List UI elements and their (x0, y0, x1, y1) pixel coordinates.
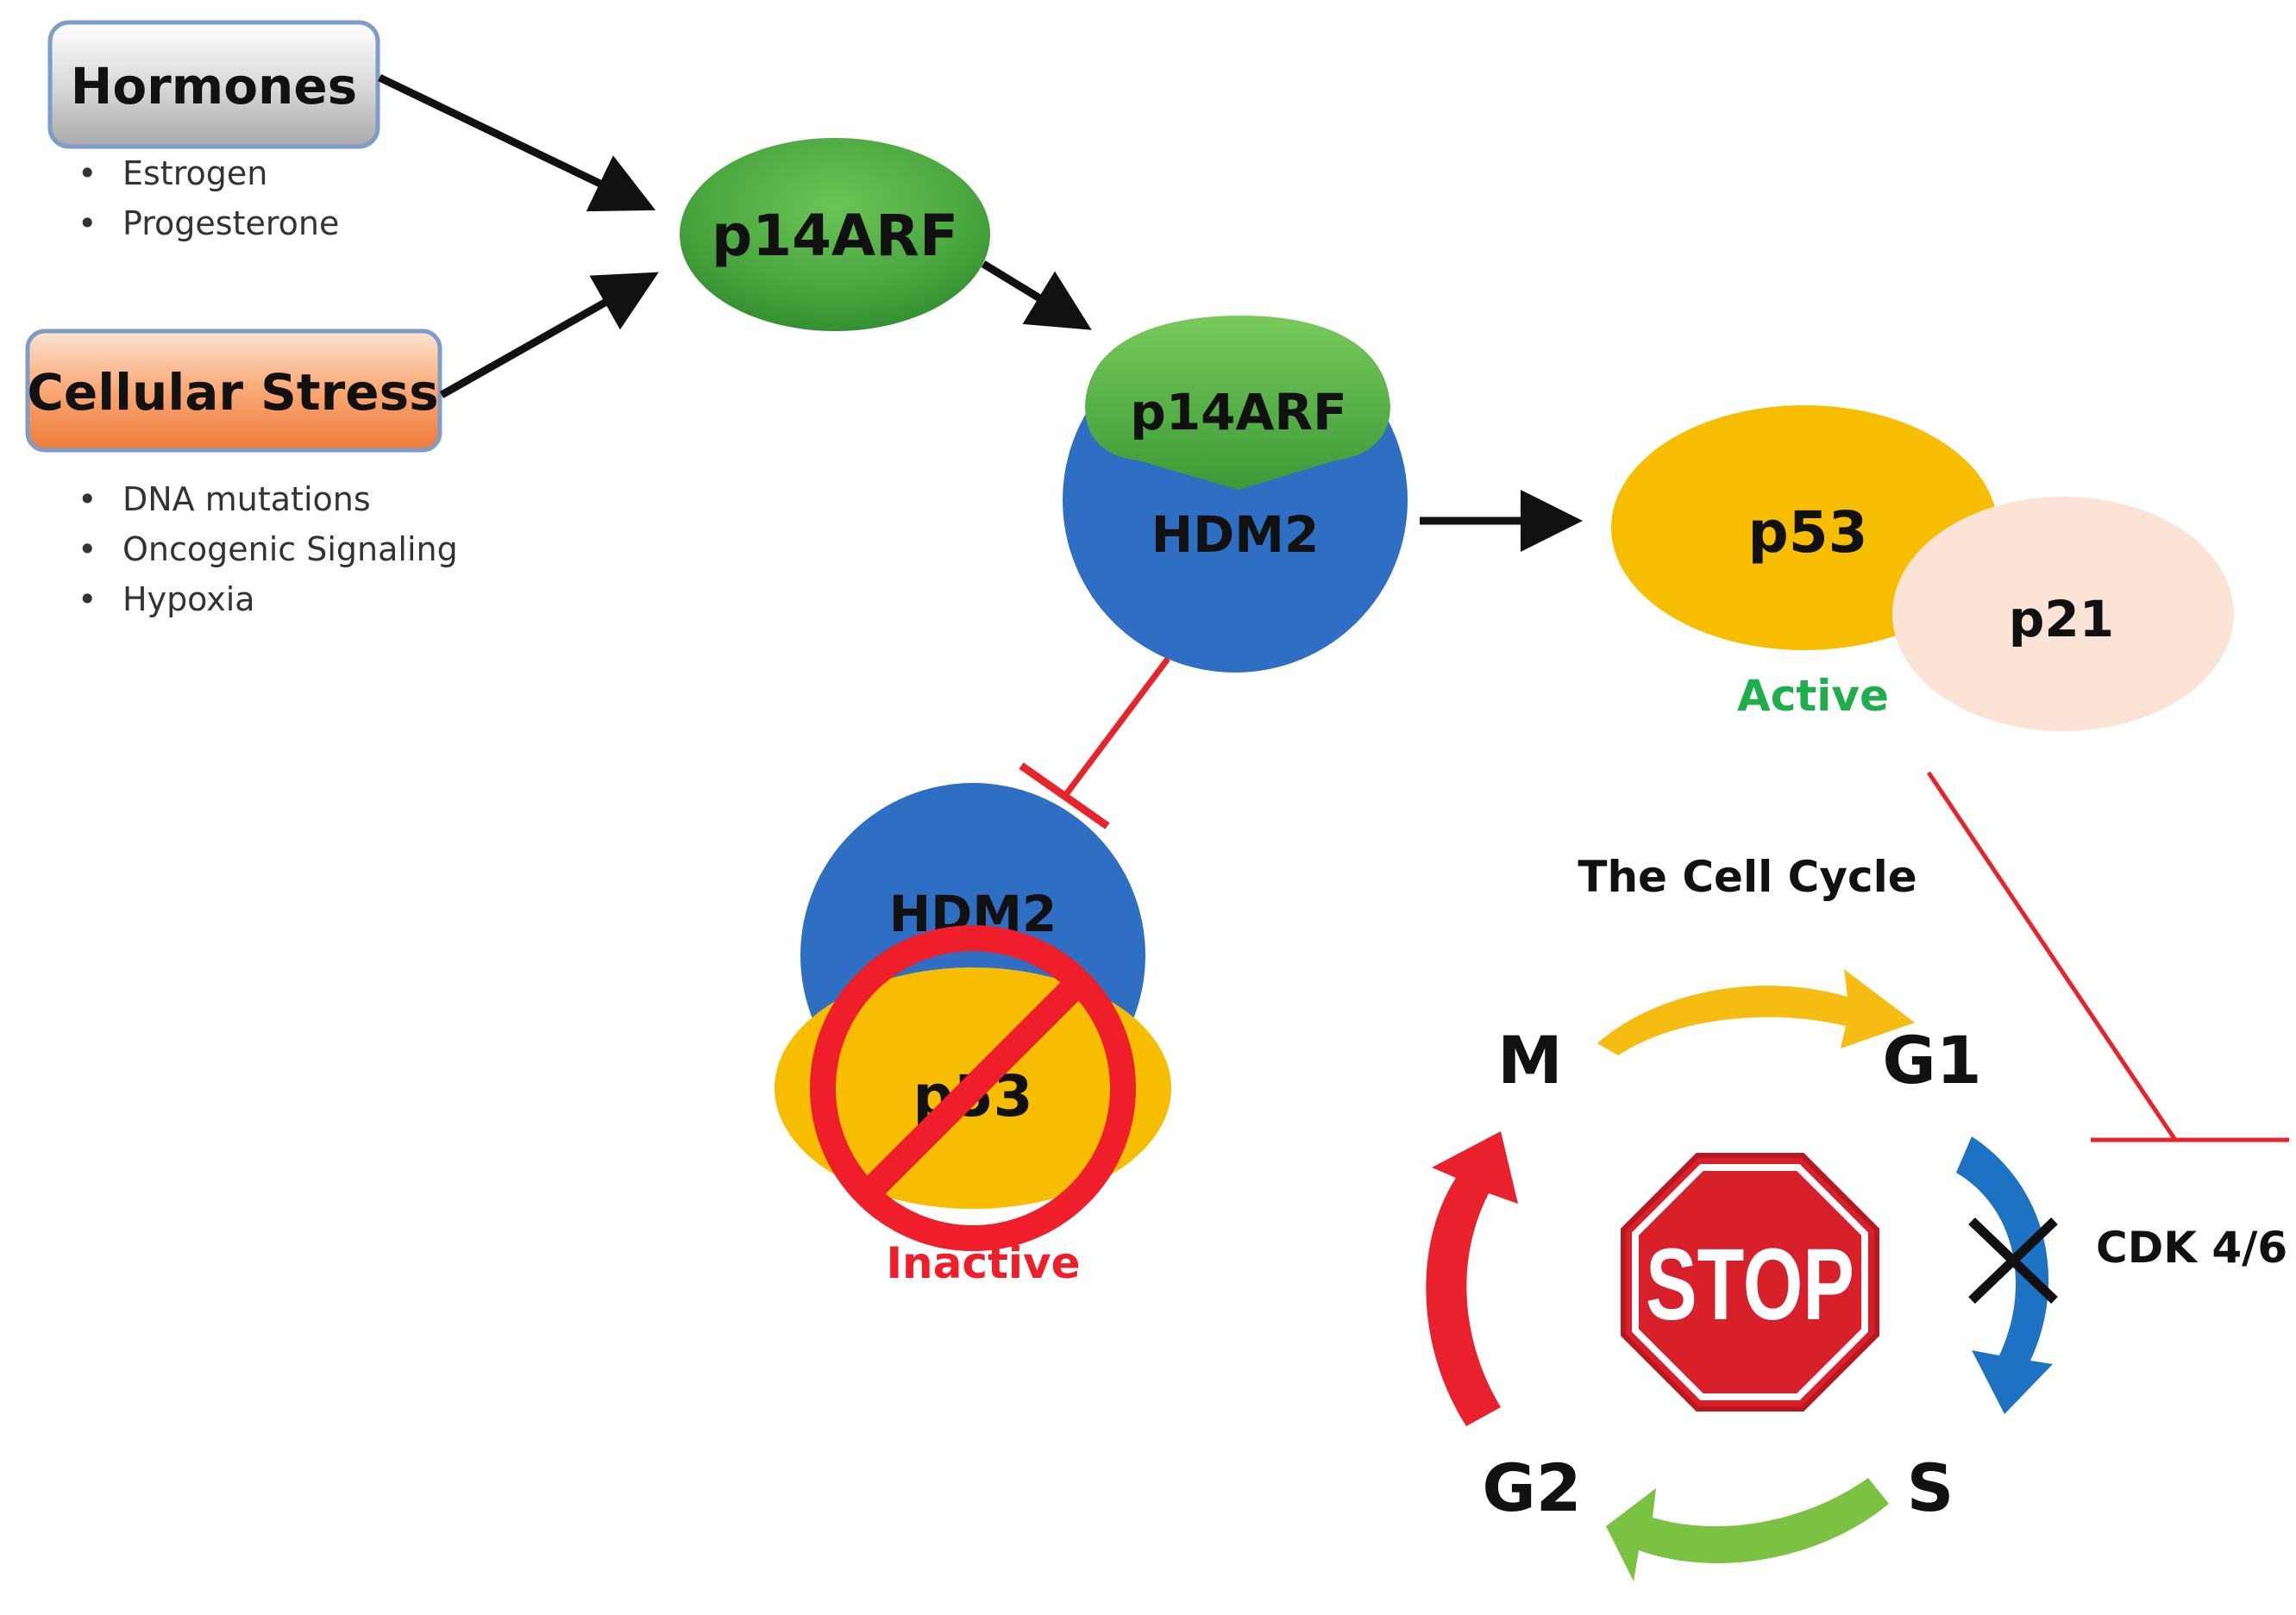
inactive-state-label: Inactive (886, 1238, 1080, 1288)
s-to-g2-arrow (1606, 1478, 1889, 1581)
cell-cycle-title: The Cell Cycle (1578, 852, 1916, 902)
bullet-icon: • (78, 204, 97, 242)
complex-hdm2-label: HDM2 (1151, 505, 1320, 564)
active-state-label: Active (1737, 671, 1889, 721)
p14arf-node: p14ARF (680, 138, 990, 331)
p21-ellipse (1892, 497, 2234, 731)
stop-sign-icon: STOP (1621, 1153, 1879, 1412)
inhibition-arrow (1019, 656, 1170, 829)
phase-g2-label: G2 (1482, 1449, 1581, 1526)
p21-label: p21 (2009, 590, 2114, 648)
cellular-stress-input: Cellular Stress • DNA mutations • Oncoge… (25, 329, 458, 618)
prohibited-icon (810, 925, 1136, 1251)
p14arf-label: p14ARF (712, 203, 958, 269)
m-to-g1-arrow (1597, 969, 1915, 1055)
stress-to-p14arf-arrow (439, 272, 659, 398)
g2-to-m-arrow (1426, 1131, 1518, 1426)
cdk46-label: CDK 4/6 (2096, 1223, 2287, 1273)
inactive-hdm2-p53: HDM2 p53 Inactive (775, 783, 1171, 1288)
stop-sign-text: STOP (1646, 1228, 1854, 1342)
stress-item: DNA mutations (122, 480, 371, 518)
active-p53-p21: p53 p21 Active (1611, 405, 2234, 731)
p21-inhibits-cdk-line (1926, 771, 2289, 1142)
hormones-input: Hormones • Estrogen • Progesterone (47, 20, 380, 242)
hormones-box (47, 20, 380, 149)
cellular-stress-box (25, 329, 442, 453)
p14arf-to-complex-arrow (981, 260, 1092, 330)
phase-m-label: M (1497, 1022, 1563, 1099)
hormones-to-p14arf-arrow (378, 73, 656, 212)
g1-to-s-arrow (1956, 1136, 2053, 1414)
bullet-icon: • (78, 530, 97, 568)
p14arf-hdm2-complex: p14ARF HDM2 (1063, 316, 1408, 673)
stress-item: Hypoxia (122, 580, 255, 618)
bullet-icon: • (78, 480, 97, 518)
stress-item: Oncogenic Signaling (122, 530, 458, 568)
hormones-item: Progesterone (122, 204, 339, 242)
phase-g1-label: G1 (1882, 1022, 1981, 1099)
phase-s-label: S (1907, 1449, 1954, 1526)
hormones-item: Estrogen (122, 154, 267, 192)
p14arf-ellipse (680, 138, 990, 331)
cellular-stress-label: Cellular Stress (27, 363, 438, 422)
complex-p14arf-label: p14ARF (1130, 383, 1346, 441)
cell-cycle: The Cell Cycle M G1 S G2 STOP CDK 4/6 (1426, 852, 2287, 1581)
bullet-icon: • (78, 580, 97, 618)
p53-label: p53 (1747, 499, 1867, 566)
bullet-icon: • (78, 154, 97, 192)
p14arf-cap (1085, 316, 1390, 490)
blocked-x-icon (1968, 1218, 2058, 1304)
hormones-label: Hormones (71, 57, 357, 116)
